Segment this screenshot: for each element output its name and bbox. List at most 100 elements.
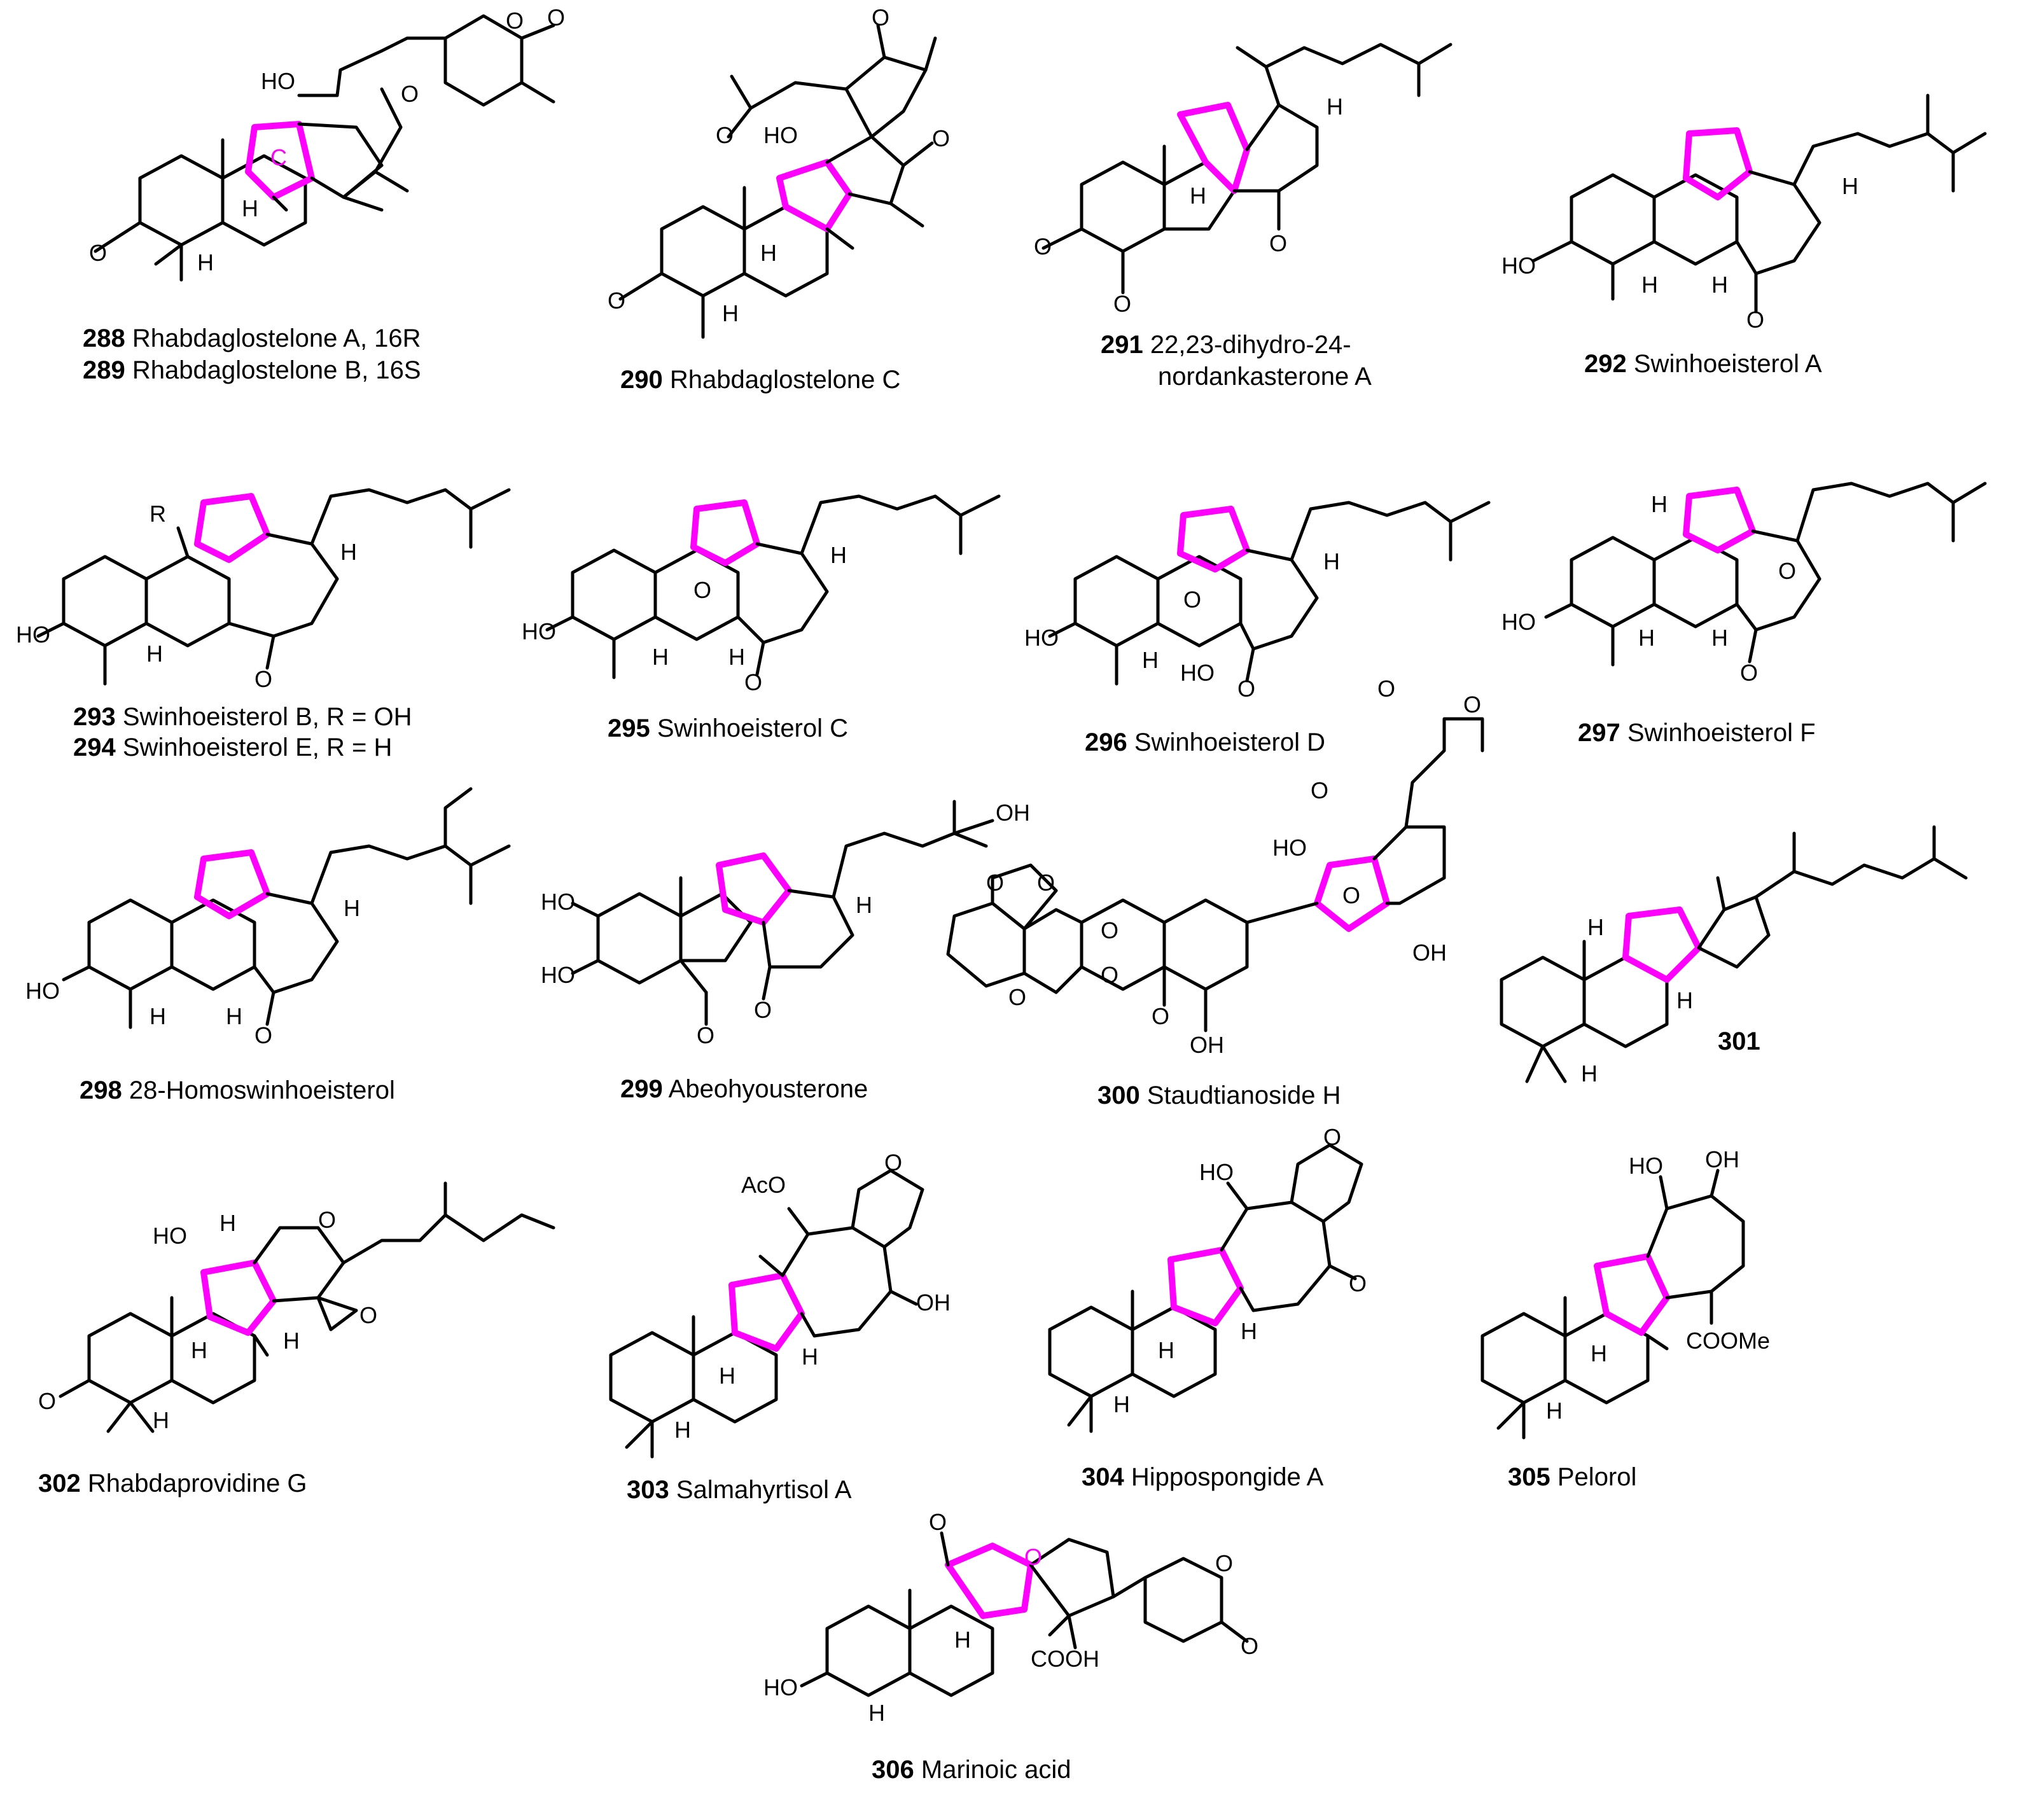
atom-label-o: O (1024, 1544, 1042, 1570)
structure-298: HO O H H H 298 28-Homoswinhoeisterol (25, 787, 511, 1104)
atom-label-ho: HO (1272, 835, 1307, 861)
atom-label-o: O (716, 122, 734, 148)
atom-label-h: H (1711, 272, 1728, 298)
atom-label-o: O (872, 4, 889, 31)
structure-300: HO O OH OH O O O O O O O O O 300 Staudti… (946, 676, 1484, 1109)
atom-label-h: H (1711, 625, 1728, 651)
atom-label-o: O (1342, 882, 1360, 908)
atom-label-o: O (1311, 777, 1328, 803)
atom-label-o: O (1101, 962, 1118, 988)
caption-300: 300 Staudtianoside H (1097, 1081, 1341, 1109)
caption-302: 302 Rhabdaprovidine G (38, 1469, 307, 1497)
atom-label-oh: OH (1412, 940, 1447, 966)
atom-label-ho: HO (261, 68, 295, 94)
atom-label-h: H (1158, 1337, 1174, 1363)
atom-label-h: H (219, 1210, 236, 1236)
structure-296: O HO HO O H H 296 Swinhoeisterol D (1024, 501, 1491, 756)
atom-label-o: O (1034, 233, 1052, 260)
structure-303: AcO O OH H H H 303 Salmahyrtisol A (609, 1150, 951, 1504)
atom-label-h: H (242, 195, 258, 221)
caption-291-line2: nordankasterone A (1158, 363, 1372, 391)
caption-290: 290 Rhabdaglostelone C (620, 366, 900, 394)
atom-label-cooh: COOH (1031, 1646, 1099, 1672)
caption-304: 304 Hippospongide A (1082, 1463, 1324, 1491)
structure-304: HO O O H H H 304 Hippospongide A (1048, 1124, 1367, 1491)
atom-label-o: O (1377, 676, 1395, 702)
atom-label-h: H (1581, 1060, 1598, 1087)
atom-label-h: H (283, 1328, 300, 1354)
structure-302: HO H O O O H H H 302 Rhabdaprovidine G (38, 1181, 555, 1497)
caption-303: 303 Salmahyrtisol A (627, 1476, 852, 1504)
caption-295: 295 Swinhoeisterol C (608, 714, 848, 742)
atom-label-ho: HO (763, 122, 798, 148)
atom-label-ho: HO (1199, 1159, 1234, 1185)
atom-label-o: O (1740, 660, 1758, 686)
atom-label-o: O (932, 125, 950, 151)
atom-label-o: O (1237, 676, 1255, 702)
atom-label-o: O (547, 4, 565, 31)
structure-290: O HO O O O H H 290 Rhabdaglostelone C (608, 4, 950, 394)
atom-label-h: H (728, 644, 745, 670)
atom-label-h: H (226, 1003, 242, 1029)
atom-label-o: O (884, 1150, 902, 1176)
atom-label-h: H (1591, 1340, 1607, 1366)
atom-label-ho: HO (153, 1223, 187, 1249)
caption-288: 288 Rhabdaglostelone A, 16R (83, 324, 421, 352)
atom-label-h: H (1842, 173, 1858, 199)
atom-label-oh: OH (1705, 1146, 1739, 1172)
atom-label-o: O (89, 240, 107, 266)
caption-305: 305 Pelorol (1508, 1463, 1636, 1491)
structure-291: O O O H H 291 22,23-dihydro-24- nordanka… (1034, 43, 1452, 391)
atom-label-h: H (868, 1700, 885, 1726)
structure-301: H H H 301 (1500, 825, 1968, 1087)
atom-label-aco: AcO (741, 1172, 786, 1198)
atom-label-h: H (719, 1363, 735, 1389)
structure-305: HO OH COOMe H H 305 Pelorol (1480, 1146, 1770, 1491)
caption-298: 298 28-Homoswinhoeisterol (80, 1076, 395, 1104)
atom-label-h: H (1676, 987, 1693, 1013)
atom-label-o: O (401, 81, 419, 107)
atom-label-o: O (1463, 691, 1481, 718)
caption-297: 297 Swinhoeisterol F (1578, 719, 1816, 747)
atom-label-h: H (344, 895, 360, 921)
atom-label-ho: HO (541, 962, 575, 988)
atom-label-ho: HO (1180, 660, 1215, 686)
atom-label-ho: HO (1629, 1153, 1663, 1179)
atom-label-o: O (1113, 291, 1131, 317)
atom-label-o: O (1215, 1550, 1233, 1576)
atom-label-h: H (722, 300, 739, 326)
atom-label-h: H (760, 240, 777, 266)
atom-label-h: H (1546, 1398, 1563, 1424)
structure-295: O HO O H H H 295 Swinhoeisterol C (522, 494, 1001, 742)
atom-label-ho: HO (522, 618, 556, 644)
atom-label-ho: HO (25, 978, 60, 1004)
atom-label-h: H (1190, 183, 1206, 209)
atom-label-o: O (744, 669, 762, 695)
atom-label-oh: OH (916, 1289, 951, 1316)
caption-294: 294 Swinhoeisterol E, R = H (73, 733, 392, 761)
atom-label-ho: HO (763, 1674, 798, 1700)
atom-label-ho: HO (1024, 625, 1059, 651)
atom-label-o: O (318, 1207, 336, 1233)
atom-label-o: O (1241, 1633, 1258, 1659)
atom-label-h: H (1113, 1391, 1130, 1417)
caption-292: 292 Swinhoeisterol A (1584, 350, 1822, 378)
atom-label-o: O (359, 1302, 377, 1328)
atom-label-h: H (1327, 94, 1343, 120)
atom-label-h: H (954, 1627, 971, 1653)
atom-label-o: O (1101, 917, 1118, 943)
atom-label-h: H (1638, 625, 1655, 651)
atom-label-h: H (1142, 647, 1159, 673)
atom-label-h: H (1651, 491, 1668, 517)
atom-label-oh: OH (996, 800, 1030, 826)
atom-label-ho: HO (16, 622, 50, 648)
atom-label-o: O (1183, 587, 1201, 613)
atom-label-o: O (1349, 1270, 1367, 1296)
atom-label-o: O (986, 870, 1004, 896)
structure-306: O O HO COOH O O H H 306 Marinoic acid (763, 1509, 1258, 1784)
atom-label-oh: OH (1190, 1032, 1224, 1058)
atom-label-h: H (1587, 914, 1604, 940)
atom-label-r: R (150, 501, 166, 527)
